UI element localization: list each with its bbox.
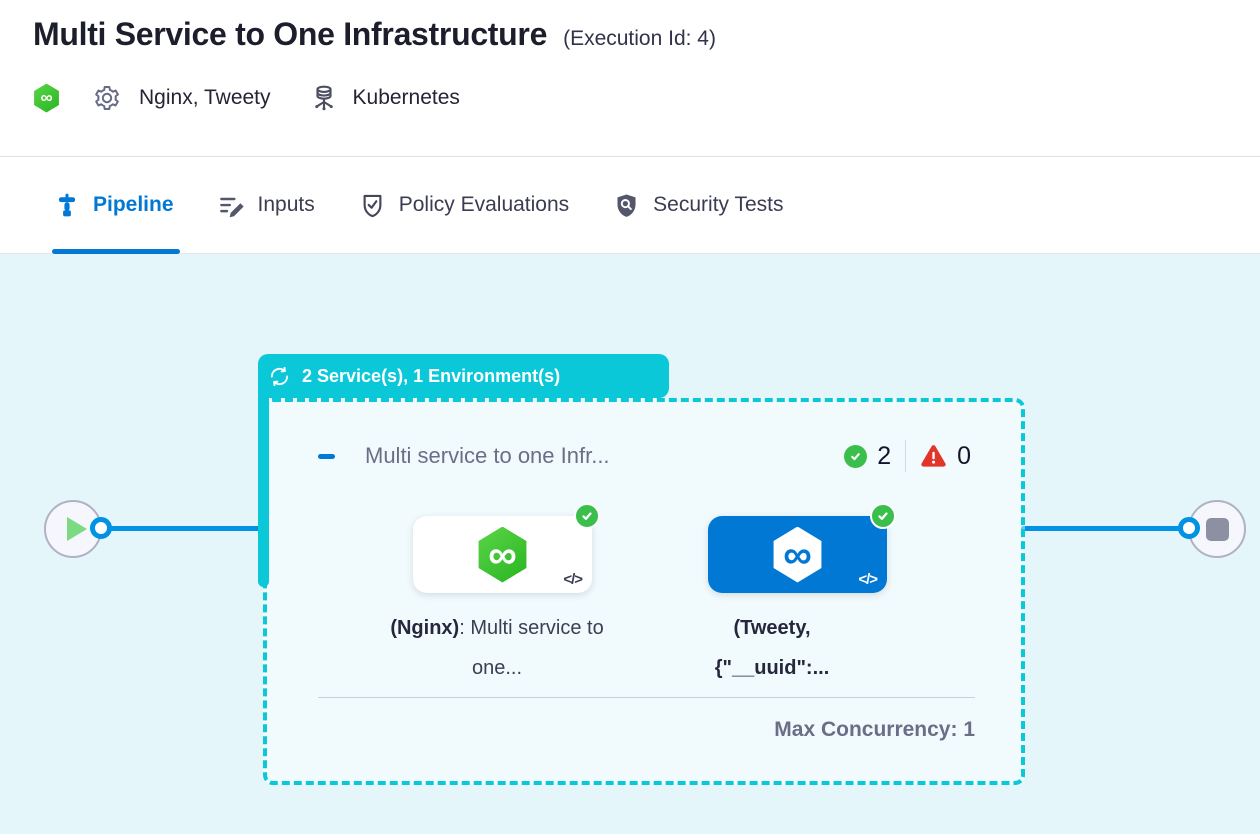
gear-icon bbox=[93, 84, 121, 112]
stage-footer-divider bbox=[318, 697, 975, 698]
title-row: Multi Service to One Infrastructure (Exe… bbox=[33, 12, 1260, 56]
stage-node-tweety[interactable]: ∞ </> bbox=[708, 516, 887, 593]
execution-id: (Execution Id: 4) bbox=[563, 27, 716, 50]
node-detail: : Multi service to one... bbox=[459, 617, 604, 679]
connector-dot-right bbox=[1178, 517, 1200, 539]
success-check-icon bbox=[844, 444, 868, 468]
services-label: Nginx, Tweety bbox=[139, 86, 271, 109]
tab-policy-evaluations[interactable]: Policy Evaluations bbox=[359, 157, 569, 253]
stage-header: Multi service to one Infr... 2 0 bbox=[318, 440, 971, 472]
connector-line-left bbox=[100, 526, 263, 531]
success-count: 2 bbox=[877, 441, 892, 470]
stage-node-nginx[interactable]: ∞ </> bbox=[413, 516, 592, 593]
harness-service-icon: ∞ bbox=[34, 83, 59, 113]
tab-label: Security Tests bbox=[653, 193, 784, 216]
connector-dot-left bbox=[90, 517, 112, 539]
loop-strategy-bar bbox=[258, 397, 269, 587]
status-separator bbox=[905, 440, 907, 472]
harness-cd-icon: ∞ bbox=[773, 526, 822, 583]
tab-pipeline[interactable]: Pipeline bbox=[52, 157, 180, 254]
node-detail: {"__uuid":... bbox=[714, 657, 830, 679]
pipeline-icon bbox=[54, 192, 80, 218]
tab-label: Pipeline bbox=[93, 193, 174, 216]
stage-group-box[interactable]: Multi service to one Infr... 2 0 bbox=[263, 398, 1025, 785]
connector-line-right bbox=[1021, 526, 1189, 531]
collapse-icon[interactable] bbox=[318, 453, 335, 459]
node-success-badge bbox=[574, 503, 600, 529]
stage-status: 2 0 bbox=[844, 440, 971, 472]
loop-strategy-badge[interactable]: 2 Service(s), 1 Environment(s) bbox=[258, 354, 669, 398]
infrastructure-label: Kubernetes bbox=[352, 86, 460, 109]
pipeline-canvas[interactable]: 2 Service(s), 1 Environment(s) Multi ser… bbox=[0, 254, 1260, 834]
tab-label: Policy Evaluations bbox=[398, 193, 570, 216]
security-shield-icon bbox=[613, 192, 640, 219]
loop-badge-label: 2 Service(s), 1 Environment(s) bbox=[302, 365, 561, 386]
loop-icon bbox=[268, 365, 291, 388]
node-service-name: (Nginx) bbox=[390, 617, 460, 639]
node-service-name: (Tweety, bbox=[733, 617, 811, 639]
infrastructure-icon bbox=[309, 83, 339, 113]
node-success-badge bbox=[870, 503, 896, 529]
pipeline-end-node bbox=[1188, 500, 1246, 558]
code-icon: </> bbox=[858, 571, 878, 588]
stop-icon bbox=[1205, 517, 1229, 541]
page-title: Multi Service to One Infrastructure bbox=[33, 16, 548, 52]
tab-inputs[interactable]: Inputs bbox=[218, 157, 315, 253]
tab-security-tests[interactable]: Security Tests bbox=[613, 157, 784, 253]
node-label-nginx: (Nginx): Multi service to one... bbox=[387, 608, 607, 688]
node-label-tweety: (Tweety, {"__uuid":... bbox=[692, 608, 852, 688]
play-icon bbox=[66, 517, 87, 541]
harness-cd-icon: ∞ bbox=[478, 526, 527, 583]
tab-label: Inputs bbox=[257, 193, 315, 216]
error-count: 0 bbox=[957, 441, 971, 470]
max-concurrency-label: Max Concurrency: 1 bbox=[774, 718, 975, 741]
inputs-icon bbox=[218, 192, 245, 219]
page-header: Multi Service to One Infrastructure (Exe… bbox=[0, 0, 1260, 157]
tab-bar: Pipeline Inputs Policy Evaluations bbox=[0, 157, 1260, 254]
meta-row: ∞ Nginx, Tweety Kubernete bbox=[33, 83, 1260, 113]
policy-shield-check-icon bbox=[359, 192, 386, 219]
stage-name: Multi service to one Infr... bbox=[365, 443, 610, 468]
error-warning-icon bbox=[920, 444, 947, 469]
code-icon: </> bbox=[563, 571, 583, 588]
